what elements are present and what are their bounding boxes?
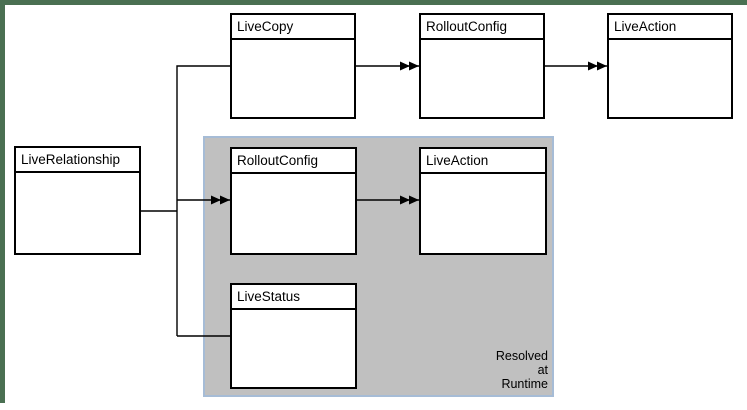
class-box-liverelationship: LiveRelationship [14, 146, 141, 255]
class-box-title: RolloutConfig [421, 15, 543, 40]
class-box-livestatus: LiveStatus [230, 283, 357, 389]
window-frame-top [0, 0, 747, 5]
class-box-livecopy: LiveCopy [230, 13, 356, 119]
class-box-title: RolloutConfig [232, 149, 355, 174]
class-box-liveaction-runtime: LiveAction [419, 147, 547, 255]
class-box-liveaction-top: LiveAction [607, 13, 733, 119]
window-frame-left [0, 0, 5, 403]
class-box-rolloutconfig-top: RolloutConfig [419, 13, 545, 119]
class-box-title: LiveAction [421, 149, 545, 174]
class-box-title: LiveRelationship [16, 148, 139, 173]
class-box-title: LiveAction [609, 15, 731, 40]
runtime-annotation-label: Resolved at Runtime [495, 349, 548, 391]
class-box-rolloutconfig-runtime: RolloutConfig [230, 147, 357, 255]
class-box-title: LiveStatus [232, 285, 355, 310]
class-box-title: LiveCopy [232, 15, 354, 40]
